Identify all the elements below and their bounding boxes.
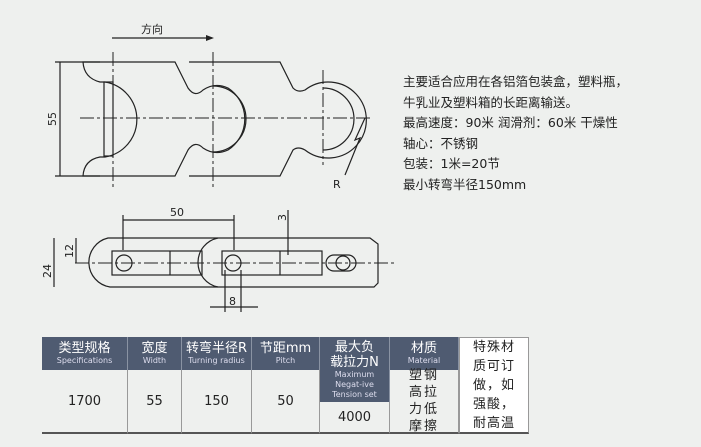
dim-pitch: 50: [170, 206, 184, 219]
top-view: 方向 55 R: [46, 22, 372, 191]
value-pitch: 50: [252, 370, 320, 434]
direction-label: 方向: [141, 22, 163, 36]
side-view: 50 3 24 12 8: [41, 206, 395, 312]
dim-8: 8: [229, 295, 236, 308]
header-cn: 最大负载拉力N: [330, 339, 379, 370]
direction-arrow-icon: [206, 35, 214, 41]
desc-line: 包装：1米=20节: [403, 156, 500, 171]
desc-line: 牛乳业及塑料箱的长距离输送。: [403, 94, 579, 110]
header-cn: 类型规格: [58, 341, 111, 356]
header-en: Width: [142, 356, 167, 365]
dim-3: 3: [276, 214, 289, 221]
dim-24: 24: [41, 264, 54, 278]
dim-radius: R: [333, 178, 341, 191]
value-spec: 1700: [42, 370, 128, 434]
header-en: Turning radius: [188, 356, 245, 365]
header-en: Specifications: [56, 356, 113, 365]
chain-technical-drawing: 方向 55 R 50 3 24 12 8: [41, 22, 395, 312]
dim-width: 55: [46, 112, 59, 126]
header-en: Pitch: [275, 356, 296, 365]
product-description: 主要适合应用在各铝箔包装盒，塑料瓶， 牛乳业及塑料箱的长距离输送。 最高速度：9…: [403, 72, 628, 195]
value-max-tension: 4000: [320, 402, 390, 434]
special-material-note: 特殊材质可订做，如强酸，耐高温: [459, 337, 529, 434]
header-en: Material: [407, 356, 441, 365]
desc-line: 轴心：不锈钢: [403, 135, 479, 151]
header-en: Maximum Negat-ive Tension set: [332, 369, 377, 399]
value-material: 塑钢高拉力低摩擦: [390, 368, 459, 434]
value-width: 55: [128, 370, 182, 434]
desc-line: 最小转弯半径150mm: [403, 176, 527, 192]
value-turning-radius: 150: [182, 370, 252, 434]
desc-line: 主要适合应用在各铝箔包装盒，塑料瓶，: [403, 74, 629, 89]
header-cn: 材质: [410, 341, 437, 356]
header-cn: 转弯半径R: [185, 341, 248, 356]
header-cn: 宽度: [141, 341, 168, 356]
header-cn: 节距mm: [259, 341, 312, 356]
desc-line: 最高速度：90米 润滑剂：60米 干燥性: [403, 115, 618, 130]
dim-12: 12: [63, 244, 76, 258]
